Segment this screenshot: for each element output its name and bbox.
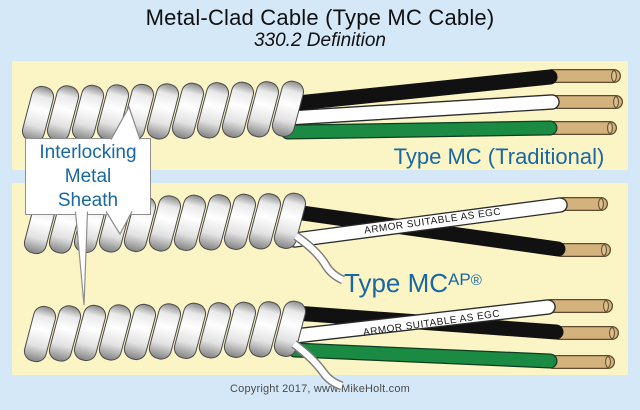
black-wire xyxy=(287,204,566,257)
green-wire xyxy=(287,342,558,369)
copper-conductor xyxy=(544,299,619,369)
callout-line: Metal xyxy=(64,166,112,187)
label-type-mc-ap-base: Type MC xyxy=(344,268,449,298)
green-wire xyxy=(280,120,558,140)
bonding-strip xyxy=(291,340,344,391)
registered-trademark-icon: ® xyxy=(470,272,482,289)
white-wire xyxy=(280,94,560,126)
label-type-mc-ap: Type MCAP® xyxy=(344,268,482,299)
page-title: Metal-Clad Cable (Type MC Cable) xyxy=(145,5,495,30)
bonding-strip xyxy=(293,232,345,285)
copper-conductor xyxy=(554,197,611,257)
page-subtitle: 330.2 Definition xyxy=(253,30,387,51)
cable-mc-ap-3wire: ARMOR SUITABLE AS EGC xyxy=(20,297,619,391)
metal-sheath xyxy=(20,297,310,365)
white-wire xyxy=(287,299,556,344)
callout-line: Sheath xyxy=(57,190,119,211)
metal-sheath xyxy=(18,77,308,145)
label-type-mc-traditional: Type MC (Traditional) xyxy=(393,144,605,169)
callout-line: Interlocking xyxy=(39,142,137,163)
black-wire xyxy=(280,69,558,112)
copper-conductor xyxy=(545,69,623,135)
white-wire xyxy=(287,197,568,248)
label-type-mc-ap-superscript: AP xyxy=(448,270,471,289)
copyright-text: Copyright 2017, www.MikeHolt.com xyxy=(229,383,411,395)
callout-interlocking-metal-sheath: Interlocking Metal Sheath xyxy=(25,138,151,215)
cable-traditional xyxy=(18,69,623,145)
